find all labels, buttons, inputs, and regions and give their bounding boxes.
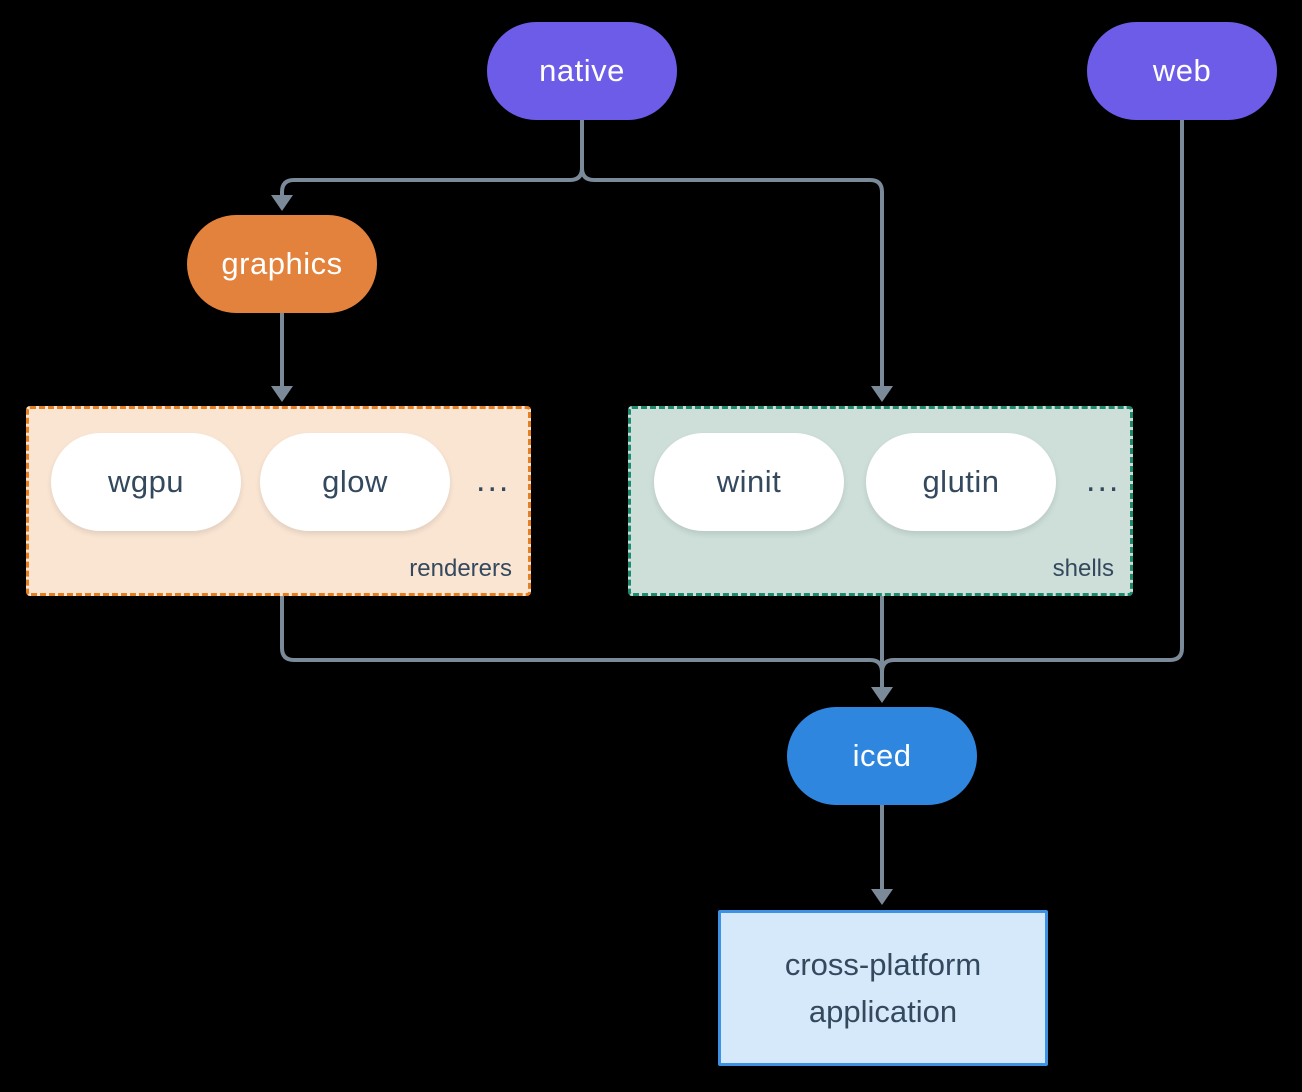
edge-native-to-graphics [280,118,584,196]
node-native: native [487,22,677,120]
node-iced: iced [787,707,977,805]
node-native-label: native [539,53,625,88]
node-graphics-label: graphics [221,246,343,281]
group-renderers: wgpu glow ... renderers [26,406,531,596]
shells-group-label: shells [1052,555,1114,582]
node-wgpu: wgpu [51,433,241,531]
node-graphics: graphics [187,215,377,313]
node-glutin: glutin [866,433,1056,531]
application-label-line-2: application [808,994,958,1029]
arrowhead-iced [871,687,893,703]
edge-native-to-shells [580,118,884,386]
shells-ellipsis: ... [1086,461,1121,499]
node-winit-label: winit [716,464,782,499]
application-label-line-1: cross-platform [784,947,982,982]
arrowhead-graphics [271,195,293,211]
node-glow: glow [260,433,450,531]
edge-renderers-to-junction [280,596,884,673]
node-iced-label: iced [852,738,912,773]
group-shells: winit glutin ... shells [628,406,1133,596]
node-wgpu-label: wgpu [107,464,185,499]
node-glow-label: glow [322,464,388,499]
node-winit: winit [654,433,844,531]
renderers-group-label: renderers [409,555,512,582]
node-cross-platform-application: cross-platform application [718,910,1048,1066]
arrowhead-renderers [271,386,293,402]
node-web-label: web [1152,53,1212,88]
node-web: web [1087,22,1277,120]
arrowhead-application [871,889,893,905]
node-glutin-label: glutin [922,464,1000,499]
renderers-ellipsis: ... [476,461,511,499]
arrowhead-shells [871,386,893,402]
